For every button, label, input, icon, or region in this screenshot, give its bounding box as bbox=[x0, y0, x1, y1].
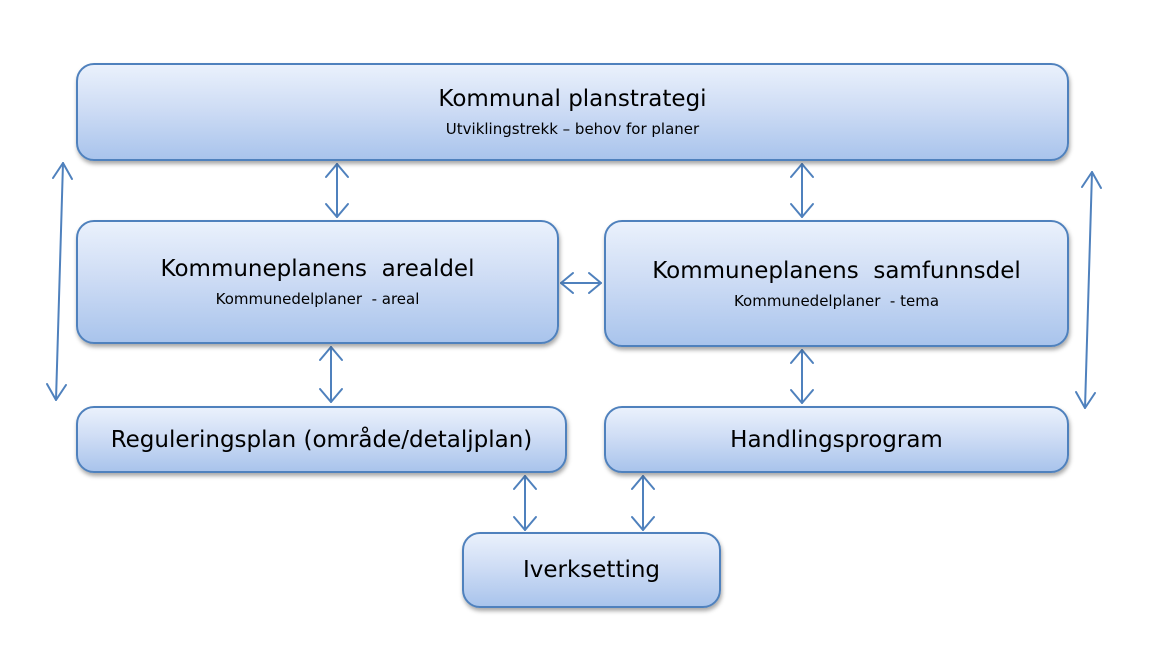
box-subtitle: Utviklingstrekk – behov for planer bbox=[445, 120, 700, 138]
box-subtitle: Kommunedelplaner - areal bbox=[215, 290, 420, 308]
arrow-right-side bbox=[1075, 171, 1102, 409]
box-title: Kommunal planstrategi bbox=[438, 86, 707, 112]
box-handlingsprogram: Handlingsprogram bbox=[604, 406, 1069, 473]
box-kommunal-planstrategi: Kommunal planstrategi Utviklingstrekk – … bbox=[76, 63, 1069, 161]
arrow-handlingsprogram-iverksetting bbox=[631, 475, 655, 531]
box-kommuneplanens-samfunnsdel: Kommuneplanens samfunnsdel Kommunedelpla… bbox=[604, 220, 1069, 347]
box-title: Kommuneplanens samfunnsdel bbox=[652, 257, 1021, 284]
arrow-planstrategi-samfunnsdel bbox=[790, 163, 814, 218]
arrow-planstrategi-arealdel bbox=[325, 163, 349, 218]
box-iverksetting: Iverksetting bbox=[462, 532, 721, 608]
arrow-samfunnsdel-handlingsprogram bbox=[790, 349, 814, 404]
box-title: Reguleringsplan (område/detaljplan) bbox=[110, 426, 533, 453]
arrow-arealdel-samfunnsdel bbox=[560, 272, 602, 294]
arrow-left-side bbox=[46, 162, 73, 401]
box-reguleringsplan: Reguleringsplan (område/detaljplan) bbox=[76, 406, 567, 473]
box-subtitle: Kommunedelplaner - tema bbox=[733, 291, 940, 310]
arrow-reguleringsplan-iverksetting bbox=[513, 475, 537, 531]
box-title: Iverksetting bbox=[522, 557, 661, 583]
arrow-arealdel-reguleringsplan bbox=[319, 346, 343, 403]
box-kommuneplanens-arealdel: Kommuneplanens arealdel Kommunedelplaner… bbox=[76, 220, 559, 344]
box-title: Handlingsprogram bbox=[730, 426, 943, 453]
box-title: Kommuneplanens arealdel bbox=[160, 256, 475, 282]
